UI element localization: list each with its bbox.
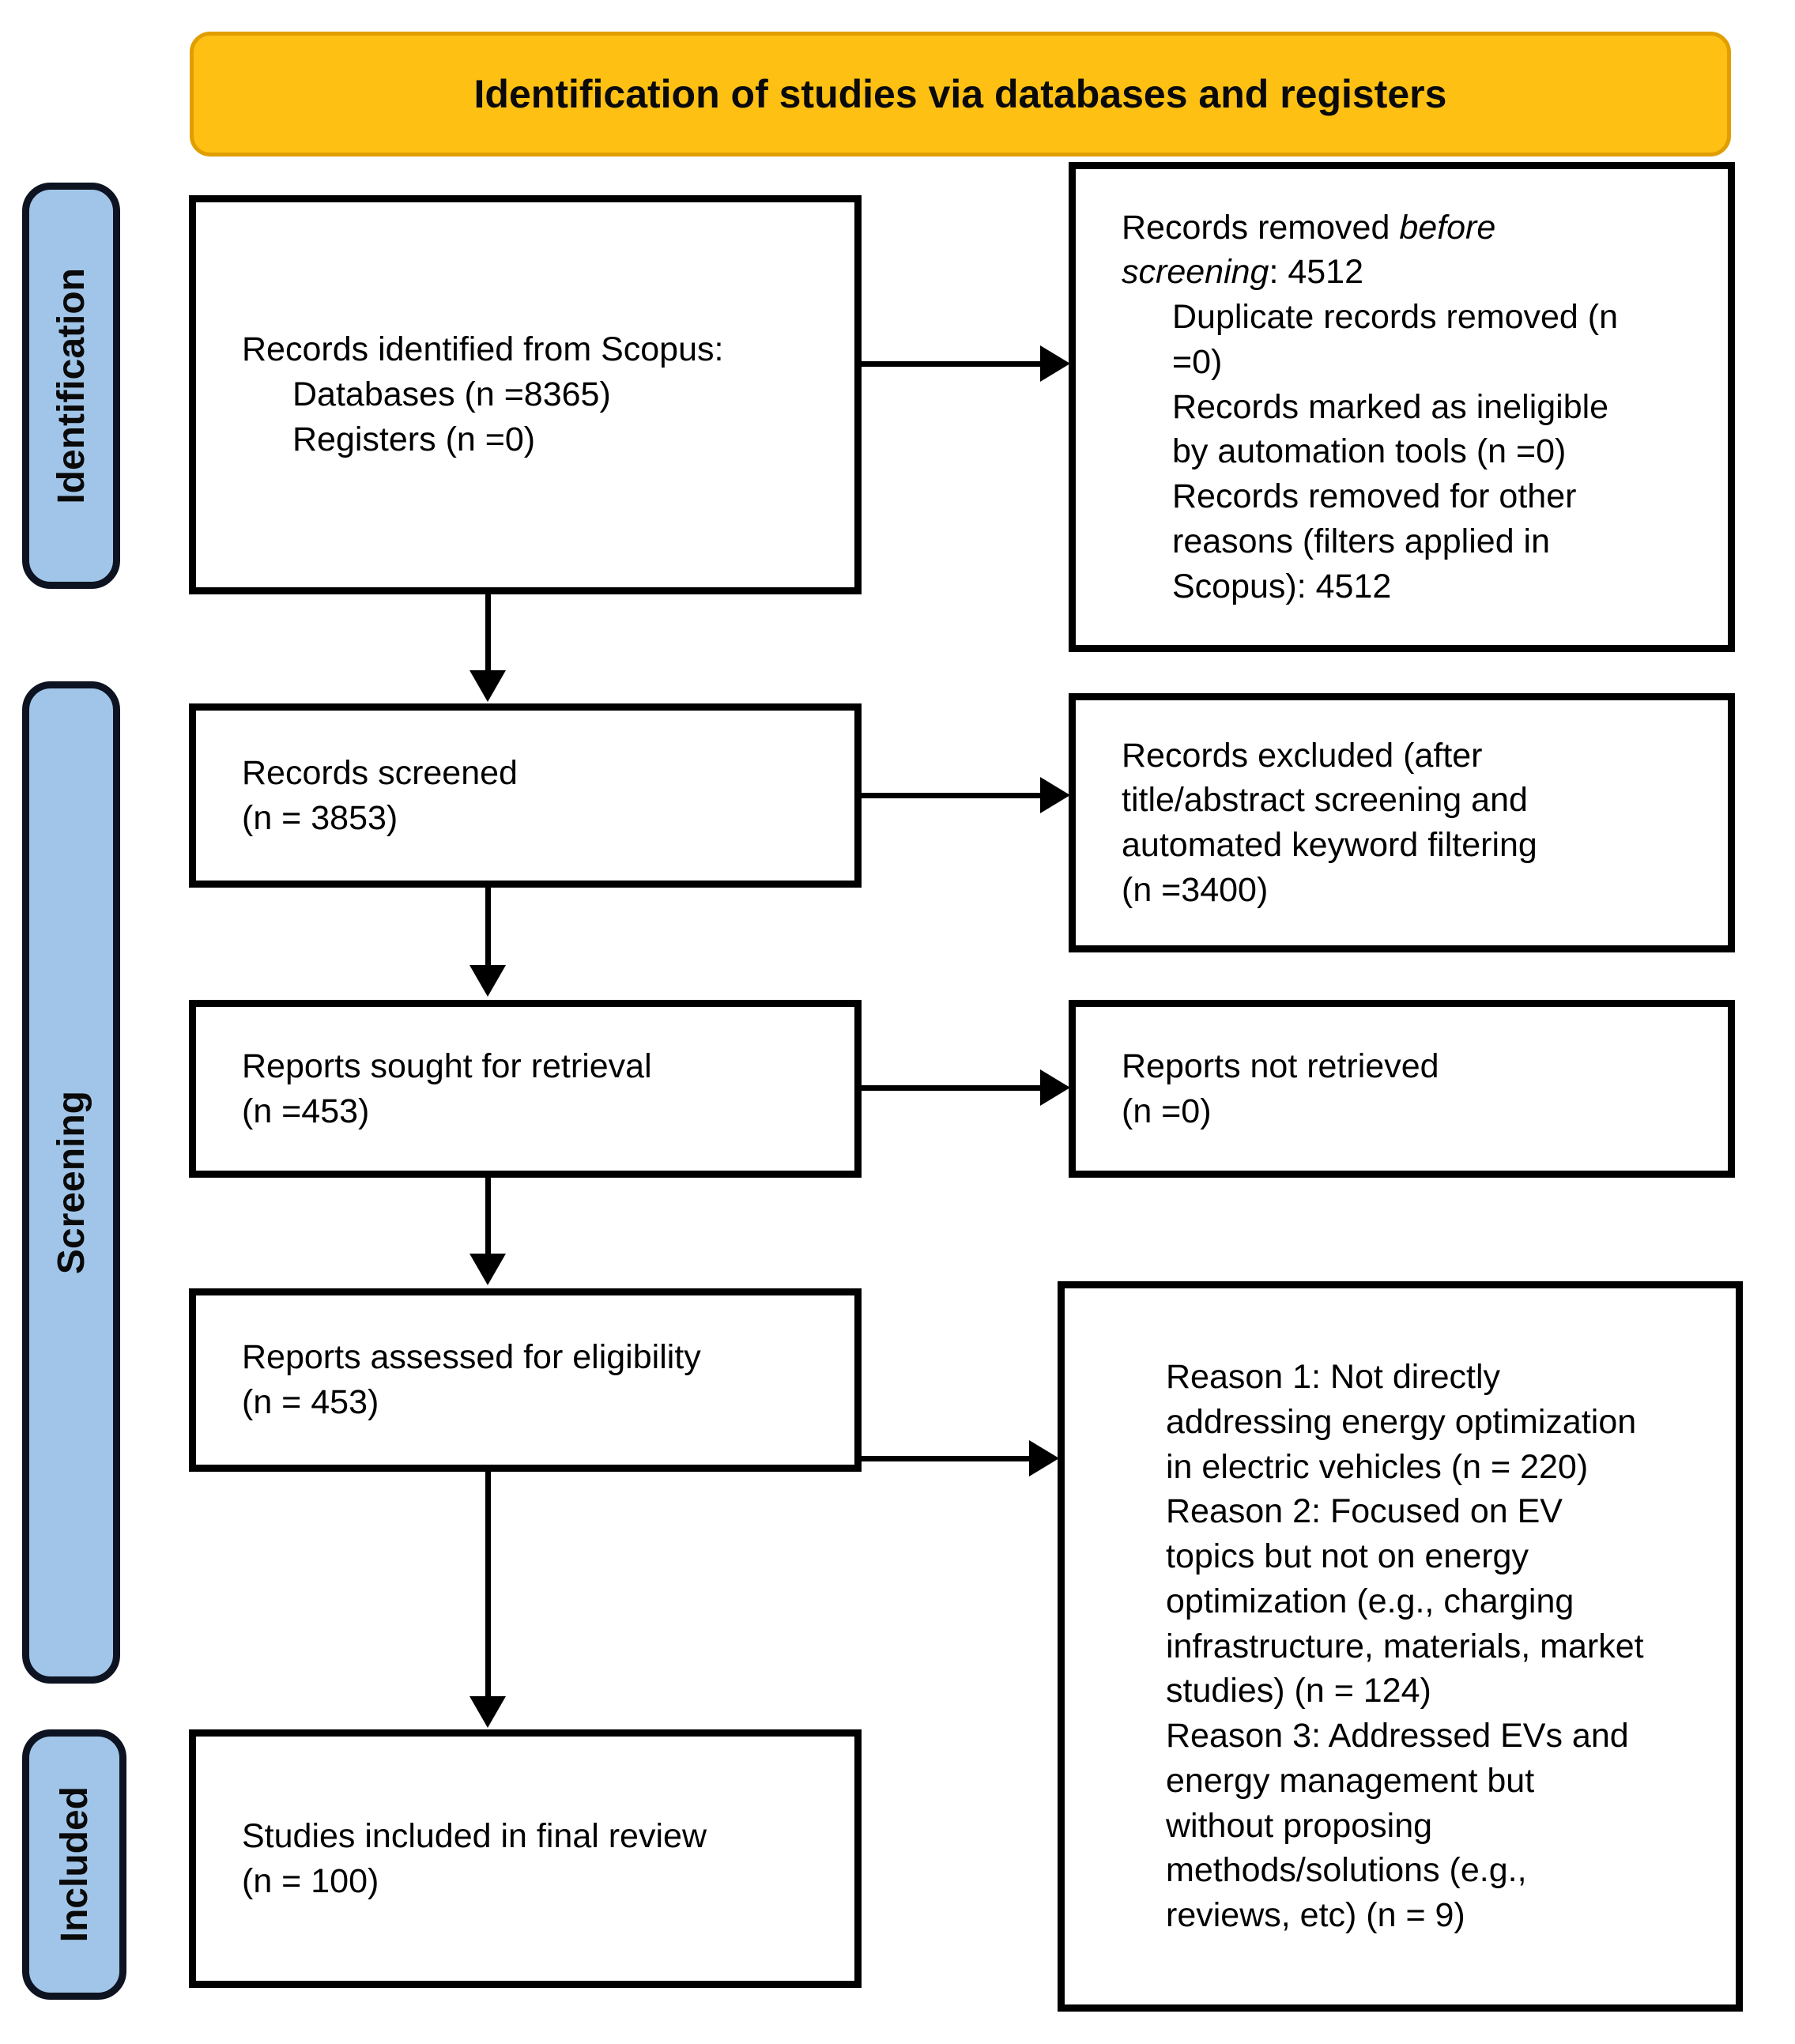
box-records-identified: Records identified from Scopus: Database… [189,195,862,594]
stage-label-screening: Screening [22,681,120,1684]
box-studies-included: Studies included in final review (n = 10… [189,1729,862,1988]
box-text-line: methods/solutions (e.g., [1166,1851,1527,1890]
box-text-line: =0) [1172,342,1223,381]
box-text-line: in electric vehicles (n = 220) [1166,1447,1589,1486]
title-banner: Identification of studies via databases … [190,32,1731,157]
box-records-removed-before-screening: Records removed before screening: 4512 D… [1069,162,1735,652]
box-text-line: Duplicate records removed (n [1172,298,1619,337]
box-text-line: Reason 1: Not directly [1166,1358,1501,1397]
box-text-line: Records removed before [1122,208,1496,247]
box-text-line: by automation tools (n =0) [1172,432,1567,471]
box-reports-sought: Reports sought for retrieval (n =453) [189,1000,862,1178]
box-text-line: Records screened [242,753,518,792]
box-records-screened: Records screened (n = 3853) [189,703,862,888]
diagram-title: Identification of studies via databases … [473,72,1447,116]
box-text-line: reasons (filters applied in [1172,522,1551,560]
box-text-line: (n = 453) [242,1383,379,1421]
stage-label-identification: Identification [22,183,120,589]
box-text-line: addressing energy optimization [1166,1402,1637,1441]
box-text-line: title/abstract screening and [1122,781,1528,820]
box-text-line: (n =3400) [1122,870,1269,909]
box-text-line: infrastructure, materials, market [1166,1627,1644,1665]
box-text-line: Reason 2: Focused on EV [1166,1492,1563,1531]
box-text-line: reviews, etc) (n = 9) [1166,1896,1465,1935]
box-text-line: Records excluded (after [1122,736,1483,775]
box-text-line: without proposing [1166,1806,1433,1845]
box-text-line: (n =0) [1122,1092,1212,1130]
box-text-line: (n =453) [242,1092,370,1130]
box-records-excluded: Records excluded (after title/abstract s… [1069,693,1735,952]
box-text-line: Scopus): 4512 [1172,567,1392,605]
box-text-line: automated keyword filtering [1122,826,1537,864]
box-text-line: energy management but [1166,1761,1535,1800]
box-text-line: (n = 3853) [242,798,398,837]
box-exclusion-reasons: Reason 1: Not directly addressing energy… [1058,1281,1743,2012]
box-text-line: Studies included in final review [242,1816,707,1855]
box-text-line: Reports assessed for eligibility [242,1338,701,1377]
box-text-line: Reports sought for retrieval [242,1047,652,1085]
box-reports-not-retrieved: Reports not retrieved (n =0) [1069,1000,1735,1178]
stage-label-included: Included [22,1729,126,2000]
box-text-line: Records marked as ineligible [1172,387,1609,426]
box-text-line: (n = 100) [242,1861,379,1900]
box-text-line: topics but not on energy [1166,1537,1529,1576]
box-text-line: optimization (e.g., charging [1166,1582,1574,1620]
box-text-line: Registers (n =0) [292,420,536,458]
box-text-line: Records identified from Scopus: [242,330,724,369]
box-text-line: Records removed for other [1172,477,1577,516]
box-text-line: studies) (n = 124) [1166,1672,1431,1710]
box-text-line: Databases (n =8365) [292,375,611,414]
box-text-line: Reason 3: Addressed EVs and [1166,1717,1629,1756]
box-text-line: Reports not retrieved [1122,1047,1439,1085]
box-reports-assessed: Reports assessed for eligibility (n = 45… [189,1288,862,1472]
box-text-line: screening: 4512 [1122,253,1364,292]
